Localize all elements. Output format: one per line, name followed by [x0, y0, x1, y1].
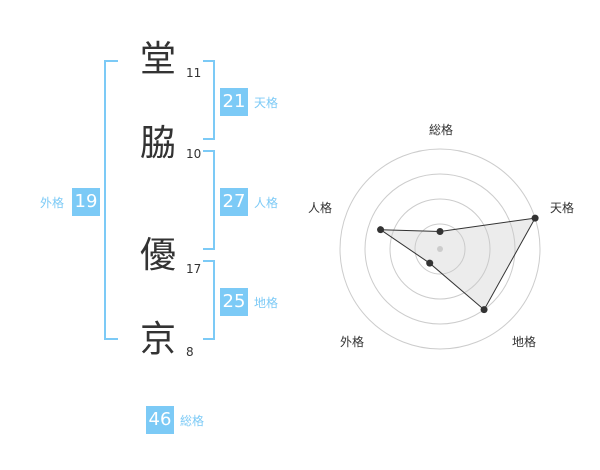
radar-ring-2 — [389, 198, 491, 300]
name-char-2: 脇 — [139, 123, 176, 164]
radar-ring-4 — [339, 148, 541, 350]
stroke-count-2: 10 — [186, 147, 202, 161]
axis-label-jin: 人格 — [308, 200, 332, 215]
radar-ring-3 — [364, 173, 516, 325]
stroke-count-3: 17 — [186, 262, 202, 276]
jin-bracket — [203, 150, 215, 250]
chi-value-badge: 25 — [220, 288, 248, 316]
radar-point-2 — [531, 214, 539, 222]
radar-point-4 — [426, 259, 434, 267]
outer-bracket — [104, 60, 118, 340]
ten-label: 天格 — [254, 96, 279, 110]
jin-value-badge: 27 — [220, 188, 248, 216]
radar-center-dot — [437, 246, 443, 252]
radar-point-3 — [480, 306, 488, 314]
sou-label: 総格 — [180, 414, 205, 428]
stroke-count-4: 8 — [186, 345, 194, 359]
name-char-4: 京 — [139, 319, 176, 360]
radar-point-5 — [377, 226, 385, 234]
ten-value-badge: 21 — [220, 88, 248, 116]
gai-value-badge: 19 — [72, 188, 100, 216]
sou-value-badge: 46 — [146, 406, 174, 434]
name-char-1: 堂 — [139, 39, 176, 80]
chi-bracket — [203, 260, 215, 340]
axis-label-sou: 総格 — [429, 122, 453, 137]
ten-bracket — [203, 60, 215, 140]
axis-label-ten: 天格 — [550, 200, 574, 215]
axis-label-chi: 地格 — [512, 334, 536, 349]
name-char-3: 優 — [139, 235, 176, 276]
gai-label: 外格 — [40, 196, 65, 210]
jin-label: 人格 — [254, 196, 279, 210]
radar-point-1 — [436, 228, 444, 235]
axis-label-gai: 外格 — [340, 334, 364, 349]
chi-label: 地格 — [254, 296, 279, 310]
radar-ring-1 — [414, 223, 466, 275]
stroke-count-1: 11 — [186, 66, 202, 80]
radar-area — [378, 217, 537, 311]
